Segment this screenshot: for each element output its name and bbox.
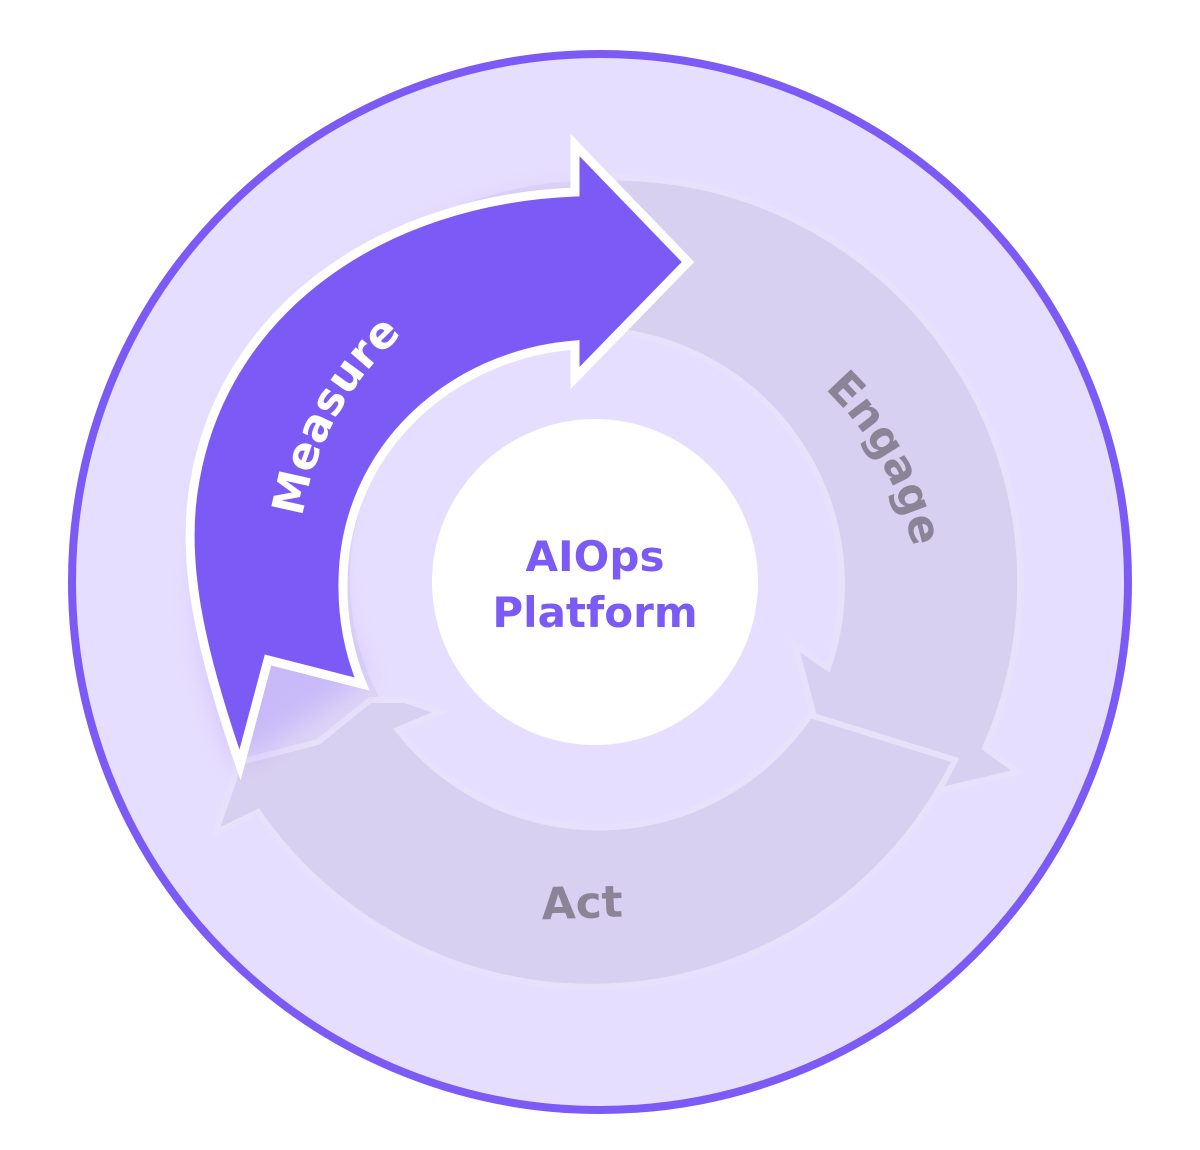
center-circle (432, 419, 758, 745)
center-title-line1: AIOps (525, 532, 665, 581)
engage-arrow (597, 174, 1026, 818)
measure-arrow (185, 133, 695, 781)
center-title: AIOps Platform (430, 420, 760, 750)
act-label: Act (541, 877, 624, 931)
center-title-line2: Platform (492, 588, 698, 637)
act-arrow (209, 697, 960, 990)
